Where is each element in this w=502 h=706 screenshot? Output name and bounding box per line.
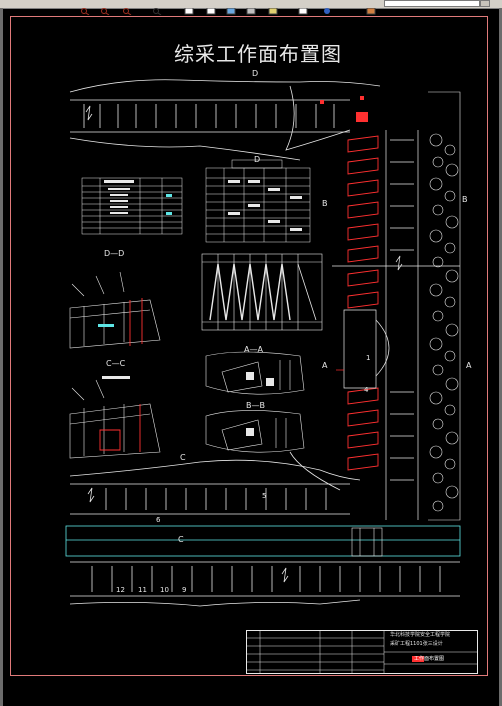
layer-properties-icon[interactable] <box>366 0 376 15</box>
title-block-school: 华北科技学院安全工程学院 <box>390 632 451 638</box>
goaf-rock-column <box>428 91 461 521</box>
top-roadway-red-marks <box>320 96 368 122</box>
roadway-number-10: 10 <box>160 586 169 594</box>
section-label-c-bottom: C <box>178 535 184 544</box>
left-scroll-rail <box>0 8 3 706</box>
section-label-a-right: A <box>466 361 472 370</box>
text-style-icon[interactable] <box>184 0 194 15</box>
help-icon[interactable] <box>322 0 332 14</box>
section-view-aa: A—A <box>244 345 263 354</box>
section-label-a-left: A <box>322 361 328 370</box>
title-block-red-stamp <box>412 656 424 662</box>
lower-roadway <box>69 451 361 515</box>
section-view-dd: D—D <box>104 249 125 258</box>
section-cc <box>69 379 161 459</box>
roadway-number-11: 11 <box>138 586 147 594</box>
section-aa <box>205 351 305 395</box>
bottom-roadway <box>69 561 460 607</box>
title-block <box>246 630 478 674</box>
equipment-table-right-cells <box>228 180 302 231</box>
pan-icon[interactable] <box>152 0 162 16</box>
roadway-number-5: 5 <box>262 492 267 500</box>
section-label-b-left: B <box>322 199 328 208</box>
equipment-table-left <box>81 177 183 235</box>
cycle-operation-chart <box>201 253 323 331</box>
roadway-number-9: 9 <box>182 586 187 594</box>
section-cc-red <box>99 404 141 452</box>
properties-icon[interactable] <box>226 0 236 15</box>
section-label-d-mid: D <box>254 155 261 164</box>
title-block-author: 采矿工程1101张三设计 <box>390 641 443 647</box>
chevron-down-icon[interactable] <box>480 0 490 7</box>
zoom-window-icon[interactable] <box>100 0 110 16</box>
equipment-table-right <box>205 159 311 243</box>
tool-palette-icon[interactable] <box>268 0 278 15</box>
belt-conveyor-frame <box>351 527 383 557</box>
sheet-border <box>10 16 488 676</box>
section-cc-labels <box>102 376 130 379</box>
section-dd <box>69 271 161 349</box>
title-block-grid <box>246 630 478 674</box>
zoom-icon[interactable] <box>80 0 90 16</box>
face-number-1: 1 <box>366 354 371 362</box>
working-face-lines <box>332 130 460 520</box>
top-roadway <box>69 79 381 161</box>
zoom-previous-icon[interactable] <box>122 0 132 16</box>
page-title: 综采工作面布置图 <box>174 42 342 66</box>
working-face-supports <box>347 135 379 471</box>
equipment-table-left-cells <box>104 180 134 214</box>
section-view-bb: B—B <box>246 401 265 410</box>
layer-dropdown[interactable] <box>384 0 480 7</box>
section-label-c-top: C <box>180 453 186 462</box>
roadway-number-12: 12 <box>116 586 125 594</box>
calculator-icon[interactable] <box>298 0 308 15</box>
section-dd-red <box>129 298 143 346</box>
design-center-icon[interactable] <box>246 0 256 15</box>
right-scroll-rail <box>499 8 502 706</box>
dimension-icon[interactable] <box>206 0 216 15</box>
section-view-cc: C—C <box>106 359 126 368</box>
section-bb <box>205 410 305 453</box>
face-number-4: 4 <box>364 386 369 394</box>
section-label-d-top: D <box>252 69 259 78</box>
roadway-number-6: 6 <box>156 516 161 524</box>
cad-toolbar <box>0 0 502 16</box>
belt-conveyor <box>65 525 461 557</box>
title-block-drawing-name: 工作面布置图 <box>414 656 445 662</box>
section-label-b-right: B <box>462 195 468 204</box>
